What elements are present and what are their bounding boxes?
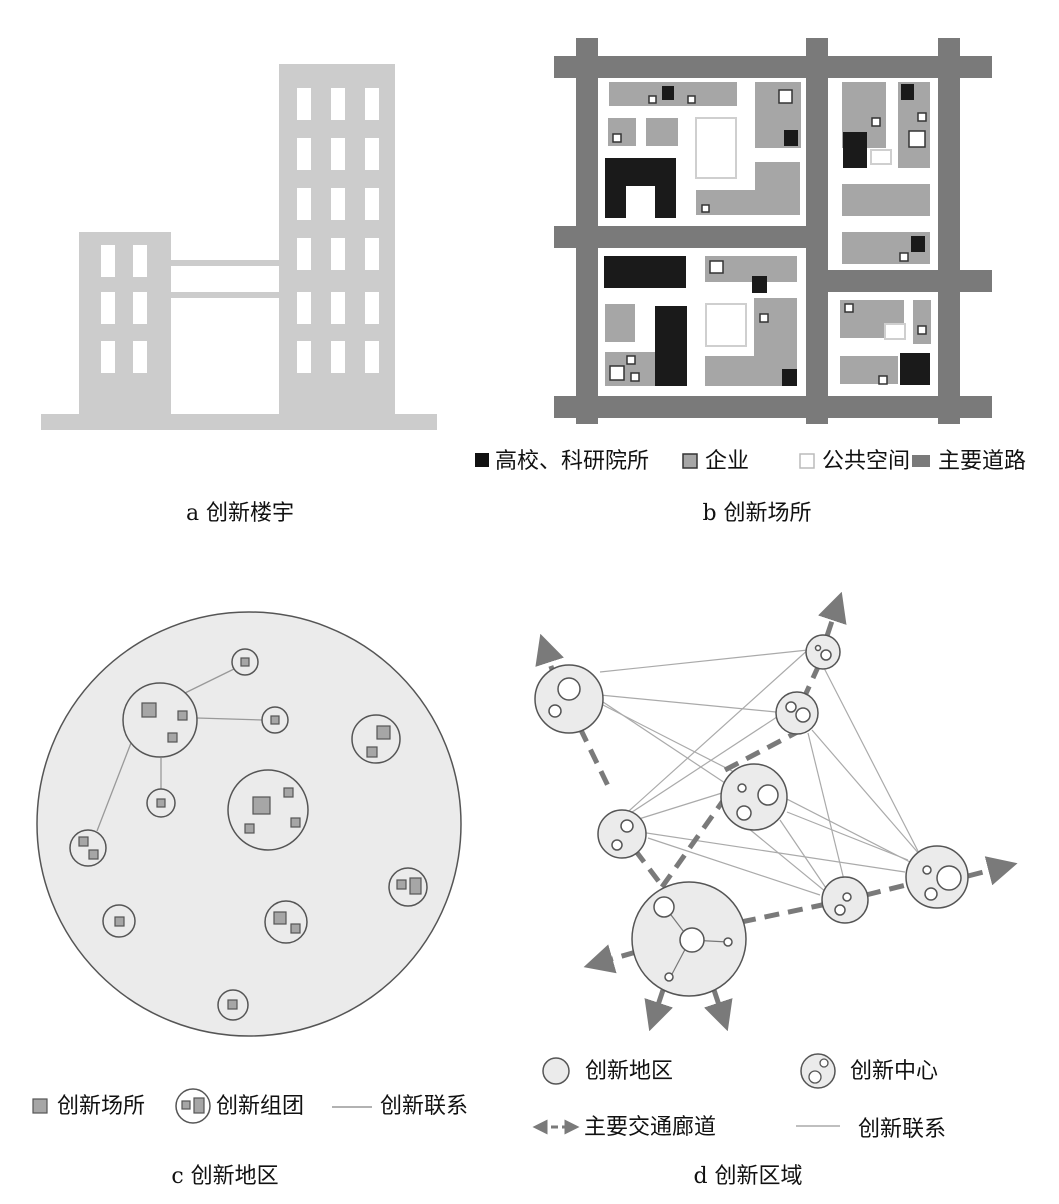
panel-c: 创新场所 创新组团 创新联系 c 创新地区 xyxy=(0,560,500,1204)
legend-swatch-cluster xyxy=(175,1088,211,1124)
caption-a: a 创新楼宇 xyxy=(186,501,294,526)
legend-label-corridor: 主要交通廊道 xyxy=(584,1115,716,1140)
cluster-main xyxy=(122,682,198,758)
legend-swatch-district xyxy=(542,1057,570,1085)
legend-swatch-center xyxy=(800,1053,836,1089)
panel-d: 创新地区 创新中心 主要交通廊道 创新联系 d 创新区域 xyxy=(500,560,1059,1204)
district-node-se xyxy=(821,876,869,924)
district-node-top xyxy=(805,634,841,670)
legend-label-center: 创新中心 xyxy=(850,1059,938,1084)
legend-label-road: 主要道路 xyxy=(938,449,1026,474)
block-bottom-left xyxy=(604,256,797,386)
legend-label-innovation-place: 创新场所 xyxy=(57,1094,145,1119)
innovation-places-single xyxy=(102,648,289,1021)
district-node-nw xyxy=(534,664,604,734)
skybridge-lower xyxy=(171,292,279,298)
skybridge-upper xyxy=(171,260,279,266)
district-node-ne xyxy=(775,691,819,735)
cluster-center xyxy=(227,769,309,851)
legend-swatch-enterprise xyxy=(682,453,698,469)
legend-label-institute: 高校、科研院所 xyxy=(495,449,649,474)
district-node-e xyxy=(905,845,969,909)
innovation-building-illustration: a 创新楼宇 xyxy=(41,64,437,526)
innovation-district-diagram: 创新场所 创新组团 创新联系 c 创新地区 xyxy=(32,611,468,1189)
main-roads xyxy=(554,38,992,424)
legend-label-link: 创新联系 xyxy=(858,1117,946,1142)
legend-d: 创新地区 创新中心 主要交通廊道 创新联系 xyxy=(532,1053,946,1142)
panel-a: a 创新楼宇 xyxy=(0,0,500,540)
tall-building-windows xyxy=(297,88,379,373)
innovation-places-map: 高校、科研院所 企业 公共空间 主要道路 b 创新场所 xyxy=(475,38,1026,526)
legend-label-public-space: 公共空间 xyxy=(822,449,910,474)
district-node-center xyxy=(720,763,788,831)
ground-base xyxy=(41,414,437,430)
block-bottom-right xyxy=(840,300,931,385)
legend-b: 高校、科研院所 企业 公共空间 主要道路 xyxy=(475,449,1026,474)
cluster-south xyxy=(264,900,308,944)
cluster-right xyxy=(351,714,401,764)
block-top-left xyxy=(605,82,801,218)
legend-label-cluster: 创新组团 xyxy=(216,1094,304,1119)
legend-swatch-public-space xyxy=(799,453,815,469)
caption-b: b 创新场所 xyxy=(702,501,811,526)
low-building-windows xyxy=(101,245,147,373)
innovation-links xyxy=(96,667,263,832)
cluster-left xyxy=(69,829,107,867)
legend-swatch-road xyxy=(912,455,930,467)
legend-c: 创新场所 创新组团 创新联系 xyxy=(32,1088,468,1124)
region-nodes xyxy=(534,634,969,997)
legend-swatch-innovation-place xyxy=(32,1098,48,1114)
innovation-center-node xyxy=(631,881,747,997)
legend-swatch-institute xyxy=(475,453,489,467)
legend-label-district: 创新地区 xyxy=(585,1059,673,1084)
caption-d: d 创新区域 xyxy=(693,1164,802,1189)
cluster-east xyxy=(388,867,428,907)
legend-label-enterprise: 企业 xyxy=(705,449,749,474)
district-node-w xyxy=(597,809,647,859)
panel-b: 高校、科研院所 企业 公共空间 主要道路 b 创新场所 xyxy=(470,0,1059,540)
transport-corridors xyxy=(535,591,1018,1032)
block-top-right xyxy=(842,82,930,264)
caption-c: c 创新地区 xyxy=(171,1164,278,1189)
innovation-region-diagram: 创新地区 创新中心 主要交通廊道 创新联系 d 创新区域 xyxy=(532,591,1018,1189)
low-building xyxy=(79,232,171,416)
legend-label-link: 创新联系 xyxy=(380,1094,468,1119)
